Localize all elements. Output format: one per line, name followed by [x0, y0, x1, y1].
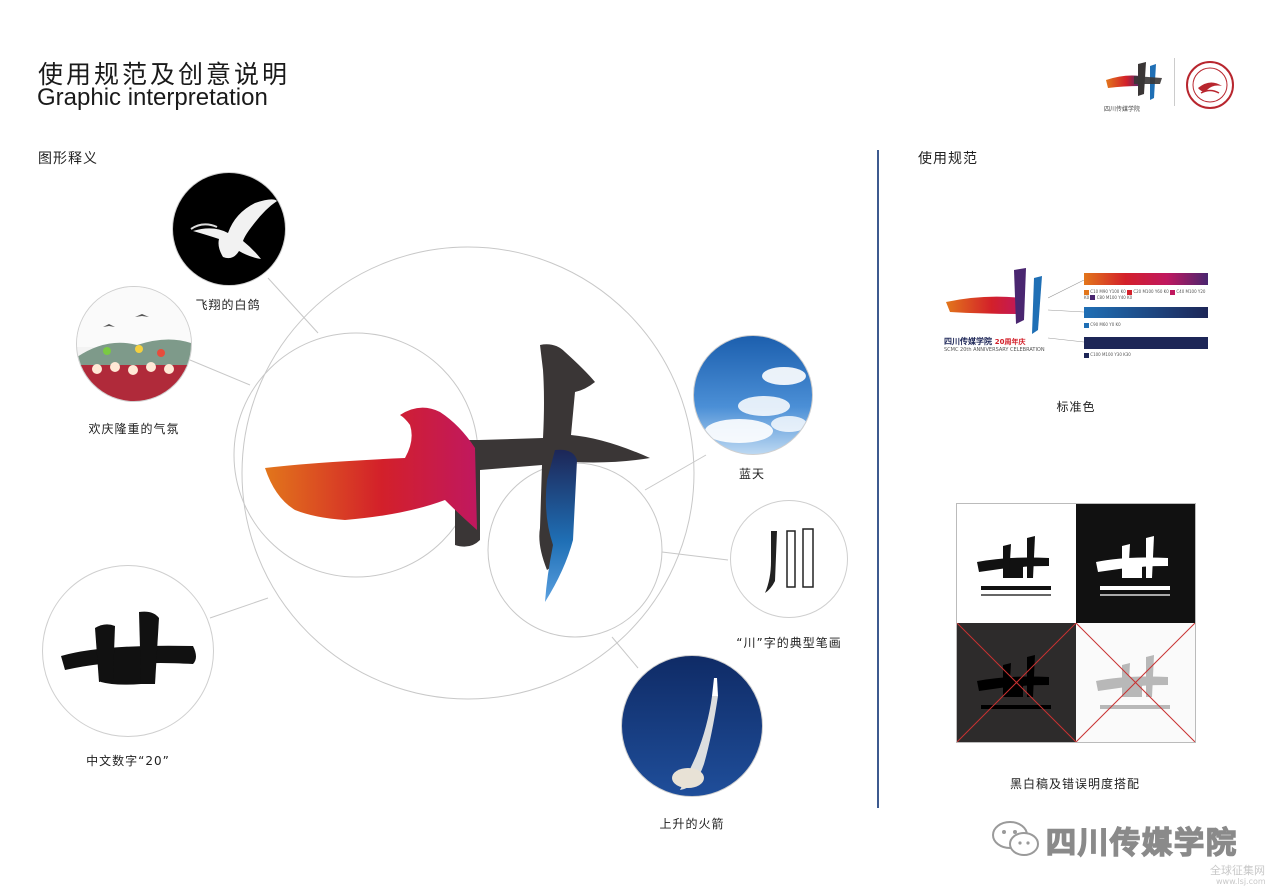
bw-tile-correct-black: [1076, 504, 1195, 623]
bw-tile-wrong-light: [1076, 623, 1195, 742]
caption-dove: 飞翔的白鸽: [195, 298, 261, 312]
std-logo-name: 四川传媒学院 20周年庆: [944, 337, 1026, 346]
section-heading-usage: 使用规范: [918, 151, 978, 167]
caption-celebration: 欢庆隆重的气氛: [88, 422, 180, 436]
header-logo-text: 四川传媒学院: [1104, 106, 1141, 113]
watermark-site: 全球征集网: [1210, 864, 1265, 877]
chuan-glyph-icon: [765, 528, 814, 593]
section-divider: [877, 150, 879, 808]
page-title-cn: 使用规范及创意说明: [38, 60, 291, 89]
caption-sky: 蓝天: [738, 467, 765, 481]
swatch-row-navy: C100 M100 Y30 K30: [1084, 352, 1208, 362]
school-seal-icon: [1185, 60, 1235, 110]
celebration-photo: [76, 286, 192, 402]
chuan-photo: [730, 500, 848, 618]
dove-icon: [190, 199, 277, 259]
header-logo-divider: [1174, 58, 1175, 106]
sky-photo: [693, 335, 813, 455]
caption-chuan: “川”字的典型笔画: [736, 636, 842, 650]
main-anniversary-logo: [255, 340, 655, 605]
page-title-en: Graphic interpretation: [37, 84, 268, 111]
swatch-connectors: [1048, 280, 1085, 343]
number20-glyph-icon: [61, 611, 196, 685]
wechat-icon: [990, 818, 1042, 858]
color-bar-navy: [1084, 337, 1208, 349]
caption-number20: 中文数字“20”: [86, 754, 170, 768]
std-logo-sub: SCMC 20th ANNIVERSARY CELEBRATION: [944, 347, 1045, 353]
rocket-photo: [621, 655, 763, 797]
caption-bw: 黑白稿及错误明度搭配: [1009, 777, 1140, 791]
swatch-row-blue: C90 M60 Y0 K0: [1084, 322, 1208, 332]
color-bar-blue: [1084, 307, 1208, 318]
header-logo: 四川传媒学院: [1104, 58, 1168, 113]
watermark-brand: 四川传媒学院: [1045, 825, 1238, 862]
swatch-row-warm: C10 M90 Y100 K0 C20 M100 Y60 K0 C40 M100…: [1084, 289, 1206, 300]
bw-grid: [956, 503, 1196, 743]
color-bar-warm: [1084, 273, 1208, 285]
section-heading-graphic: 图形释义: [38, 151, 98, 167]
standard-color-logo: 四川传媒学院 20周年庆 SCMC 20th ANNIVERSARY CELEB…: [944, 268, 1054, 364]
bw-tile-wrong-dark: [957, 623, 1076, 742]
dove-photo: [172, 172, 286, 286]
watermark-url: www.lsj.com: [1216, 877, 1266, 886]
bw-tile-correct-white: [957, 504, 1076, 623]
caption-rocket: 上升的火箭: [659, 817, 725, 831]
number20-photo: [42, 565, 214, 737]
caption-standard-color: 标准色: [1056, 400, 1096, 414]
